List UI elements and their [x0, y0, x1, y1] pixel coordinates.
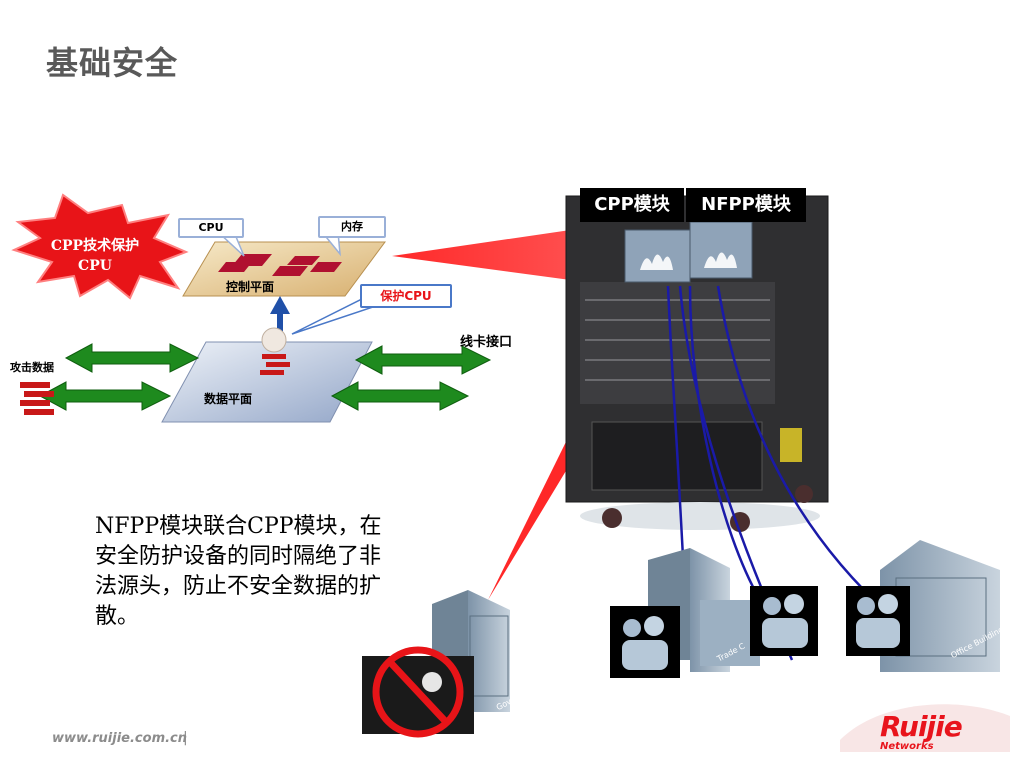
cpu-callout: CPU — [178, 218, 244, 238]
prohibited-attacker-icon — [362, 646, 474, 738]
line-card-rows — [585, 299, 770, 381]
starburst-label-line2: CPU — [78, 258, 112, 274]
memory-callout: 内存 — [318, 216, 386, 238]
user-group-icon-2 — [750, 586, 818, 656]
firewall-icon — [260, 354, 290, 375]
government-building-icon — [432, 590, 510, 712]
ruijie-logo: Ruijie — [880, 710, 963, 743]
handle — [780, 428, 802, 462]
nfpp-firewall-device — [689, 221, 753, 279]
protect-cpu-callout: 保护CPU — [360, 284, 452, 308]
data-plane-shape — [161, 341, 373, 423]
attack-data-label: 攻击数据 — [10, 361, 54, 374]
nfpp-module-label: NFPP模块 — [686, 188, 806, 222]
user-group-icon-3 — [846, 586, 910, 656]
cpu-link-arrowhead — [270, 296, 290, 314]
line-card-label: 线卡接口 — [460, 335, 513, 350]
cpp-starburst-label: CPP技术保护 CPU — [30, 236, 160, 276]
user-group-icon-1 — [610, 606, 680, 678]
ruijie-logo-sub: Networks — [880, 741, 934, 752]
footer-url[interactable]: www.ruijie.com.cn — [52, 731, 188, 746]
cpp-starburst — [11, 193, 189, 300]
cpp-firewall-device — [624, 229, 691, 283]
chassis-base — [580, 502, 820, 530]
slide-title: 基础安全 — [46, 44, 179, 82]
cpu-chip-blocks — [218, 254, 342, 276]
footer-separator: | — [183, 730, 188, 746]
body-text: NFPP模块联合CPP模块，在安全防护设备的同时隔绝了非法源头，防止不安全数据的… — [95, 514, 382, 629]
cpp-module-label: CPP模块 — [580, 188, 684, 222]
control-plane-label: 控制平面 — [226, 280, 275, 294]
ruijie-logo-swoosh — [840, 704, 1010, 752]
green-arrows — [38, 343, 492, 411]
data-plane-label: 数据平面 — [204, 392, 253, 406]
firewall-ball — [261, 327, 287, 353]
starburst-label-line1: CPP技术保护 — [50, 238, 140, 254]
attack-firewall-icon — [20, 382, 54, 415]
